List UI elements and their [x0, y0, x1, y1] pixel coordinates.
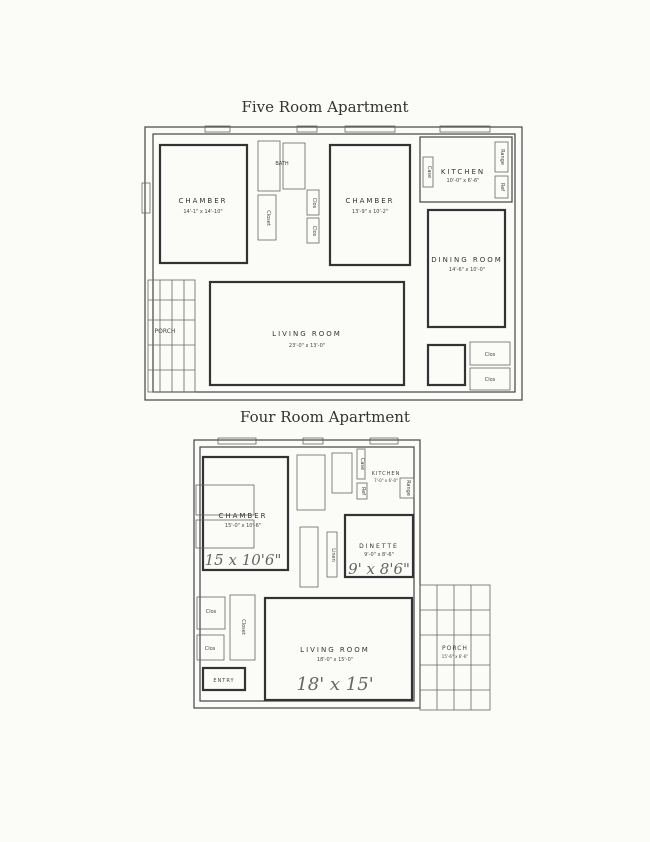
svg-text:PORCH: PORCH [442, 645, 468, 652]
svg-text:Clos: Clos [206, 609, 217, 615]
room-dining: DINING ROOM 14'-6" x 10'-0" [426, 208, 507, 329]
svg-text:LIVING ROOM: LIVING ROOM [272, 330, 342, 338]
svg-text:18'-0" x 15'-0": 18'-0" x 15'-0" [317, 657, 353, 663]
room-porch-4: PORCH 15'-6" x 6'-6" [419, 584, 491, 711]
five-room-plan: CHAMBER 14'-1" x 14'-10" BATH Closet Clo… [141, 125, 523, 401]
svg-text:Case: Case [426, 166, 432, 178]
svg-text:CHAMBER: CHAMBER [218, 512, 267, 520]
svg-text:Range: Range [499, 149, 505, 165]
svg-text:DINETTE: DINETTE [359, 543, 399, 550]
room-living-4: LIVING ROOM 18'-0" x 15'-0" 18' x 15' [263, 596, 414, 702]
svg-text:18' x 15': 18' x 15' [296, 674, 373, 695]
svg-text:BATH: BATH [275, 161, 289, 167]
svg-text:DINING ROOM: DINING ROOM [431, 256, 503, 264]
svg-text:9'-0" x 8'-6": 9'-0" x 8'-6" [364, 552, 394, 558]
svg-text:Closet: Closet [240, 619, 246, 635]
svg-text:Case: Case [359, 458, 365, 470]
svg-text:15 x 10'6": 15 x 10'6" [205, 551, 282, 569]
room-porch: PORCH [147, 279, 196, 393]
svg-text:Clos: Clos [205, 646, 216, 652]
room-chamber: CHAMBER 15'-0" x 10'-6" 15 x 10'6" [195, 455, 290, 572]
svg-text:13'-9" x 10'-2": 13'-9" x 10'-2" [352, 209, 388, 215]
svg-text:9' x 8'6": 9' x 8'6" [348, 560, 410, 578]
svg-text:15'-0" x 10'-6": 15'-0" x 10'-6" [225, 523, 261, 529]
room-bath: BATH [257, 140, 306, 192]
svg-text:15'-6" x 6'-6": 15'-6" x 6'-6" [442, 654, 469, 659]
svg-text:Closet: Closet [265, 210, 271, 226]
svg-text:CHAMBER: CHAMBER [178, 197, 227, 205]
svg-text:14'-6" x 10'-0": 14'-6" x 10'-0" [449, 267, 485, 273]
room-chamber-2: CHAMBER 13'-9" x 10'-2" [328, 143, 412, 267]
svg-text:Ref: Ref [499, 183, 505, 191]
svg-text:ENTRY: ENTRY [213, 678, 234, 684]
svg-text:KITCHEN: KITCHEN [372, 471, 401, 477]
room-dinette: DINETTE 9'-0" x 8'-6" 9' x 8'6" [343, 513, 415, 579]
svg-text:Clos: Clos [485, 352, 496, 358]
svg-text:23'-0" x 13'-0": 23'-0" x 13'-0" [289, 343, 325, 349]
four-room-title: Four Room Apartment [240, 408, 410, 426]
svg-text:Clos: Clos [485, 377, 496, 383]
svg-text:Range: Range [405, 480, 411, 496]
svg-text:Ref: Ref [360, 487, 366, 495]
five-room-title: Five Room Apartment [241, 98, 409, 116]
svg-text:PORCH: PORCH [155, 328, 176, 335]
svg-text:14'-1" x 14'-10": 14'-1" x 14'-10" [183, 209, 222, 215]
svg-text:KITCHEN: KITCHEN [441, 168, 485, 176]
svg-text:7'-0" x 6'-0": 7'-0" x 6'-0" [374, 478, 398, 483]
svg-text:CHAMBER: CHAMBER [345, 197, 394, 205]
svg-text:10'-0" x 6'-6": 10'-0" x 6'-6" [446, 178, 479, 184]
room-kitchen: Case Range Ref KITCHEN 10'-0" x 6'-6" [419, 136, 513, 203]
svg-text:Linen: Linen [330, 548, 336, 562]
room-chamber-1: CHAMBER 14'-1" x 14'-10" [158, 143, 249, 265]
svg-text:Clos: Clos [311, 226, 317, 237]
room-living: LIVING ROOM 23'-0" x 13'-0" [208, 280, 406, 387]
room-kitchen-4: Case Ref Range KITCHEN 7'-0" x 6'-0" [356, 448, 415, 500]
svg-text:Clos: Clos [311, 198, 317, 209]
four-room-plan: CHAMBER 15'-0" x 10'-6" 15 x 10'6" Case … [193, 437, 491, 711]
svg-text:LIVING ROOM: LIVING ROOM [300, 646, 370, 654]
